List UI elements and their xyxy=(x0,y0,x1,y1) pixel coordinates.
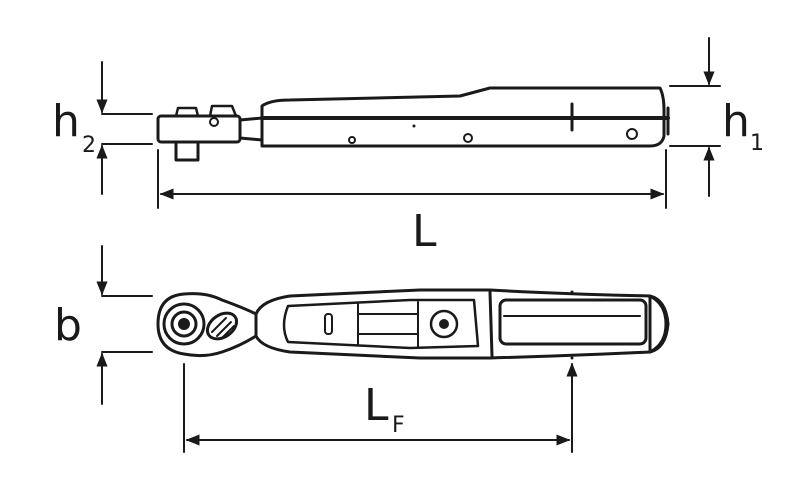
rivet-2 xyxy=(463,133,473,143)
dim-b: b xyxy=(54,245,153,405)
h2-label: h xyxy=(52,96,80,147)
reversing-lever xyxy=(205,311,239,341)
ratchet-head-side xyxy=(156,114,242,144)
h2-subscript: 2 xyxy=(82,133,96,158)
grip-dot-bottom xyxy=(570,356,574,360)
drive-center xyxy=(178,318,190,330)
ratchet-head-top xyxy=(156,292,258,358)
LF-label: L xyxy=(364,380,389,431)
dim-L: L xyxy=(157,149,667,257)
L-label: L xyxy=(412,206,437,257)
rivet-3 xyxy=(626,128,638,140)
rivet-1 xyxy=(348,136,356,144)
h1-subscript: 1 xyxy=(750,131,764,156)
square-drive xyxy=(174,140,200,162)
LF-subscript: F xyxy=(392,413,405,438)
b-label: b xyxy=(54,300,82,351)
slot-mark xyxy=(324,313,333,335)
head-top-detail xyxy=(174,104,238,118)
head-pivot xyxy=(209,117,219,127)
drive-ring-outer xyxy=(162,302,206,346)
wrench-side-view xyxy=(156,86,670,162)
end-cap-top xyxy=(648,294,670,354)
dot-mark xyxy=(412,124,416,128)
grip-outline xyxy=(488,290,494,358)
dim-h2: h 2 xyxy=(52,61,153,195)
adjust-screw-center xyxy=(439,319,449,329)
drive-ring-inner xyxy=(170,310,198,338)
wrench-top-view xyxy=(156,288,670,360)
grip-dot-top xyxy=(570,290,574,294)
dim-LF: L F xyxy=(183,362,578,453)
dim-h1: h 1 xyxy=(669,37,764,197)
handle-body-top xyxy=(254,288,668,360)
neck-side xyxy=(238,116,264,142)
adjust-screw xyxy=(429,309,459,339)
h1-label: h xyxy=(722,96,750,147)
body-side xyxy=(260,86,666,148)
grip-inlay xyxy=(498,298,648,346)
scale-window xyxy=(282,298,480,350)
